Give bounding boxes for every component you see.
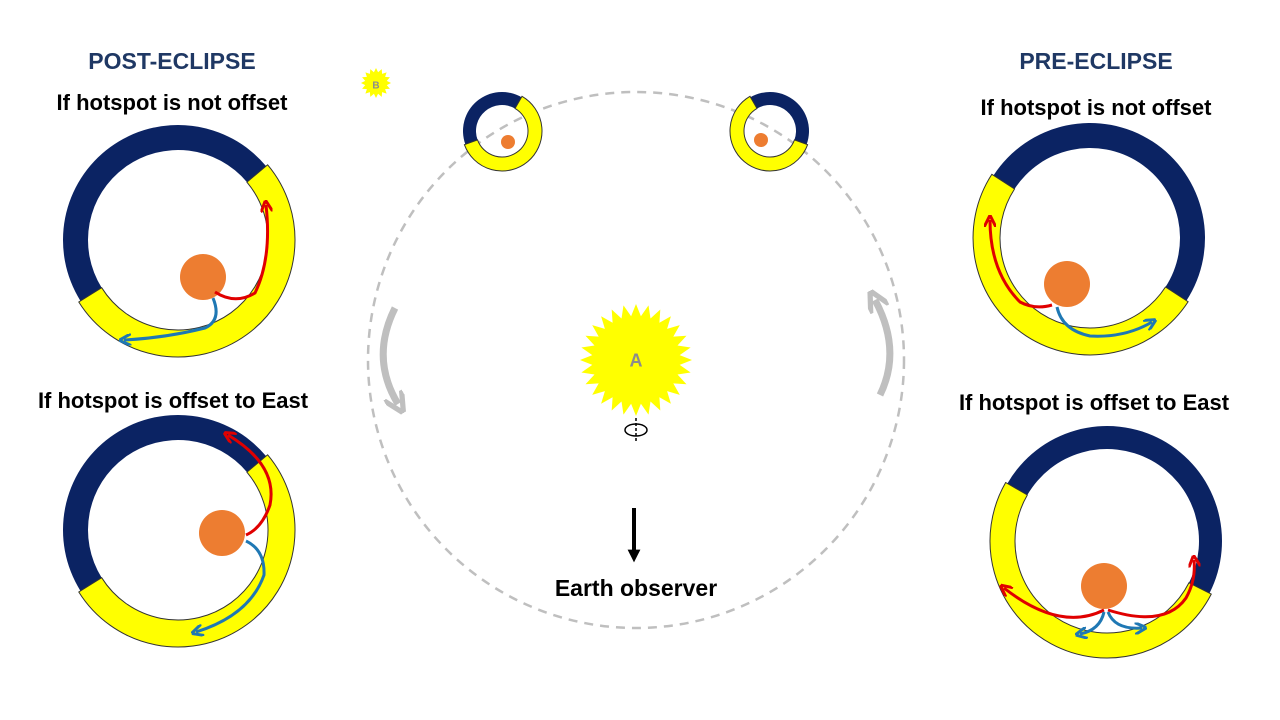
day-side-arc xyxy=(989,481,1212,659)
planet-post-not-offset xyxy=(63,125,296,358)
day-side-arc xyxy=(972,173,1189,355)
post-not-offset-label: If hotspot is not offset xyxy=(56,90,288,115)
earth-observer-label: Earth observer xyxy=(554,575,718,601)
rotation-axis-icon xyxy=(624,418,648,443)
hotspot-dot xyxy=(1044,261,1090,307)
night-side-arc xyxy=(993,122,1205,301)
planet-pre-not-offset xyxy=(972,122,1205,355)
hotspot-dot xyxy=(180,254,226,300)
flow-arrows-pre-not-offset xyxy=(990,220,1152,338)
planet-post-offset-east xyxy=(63,415,296,648)
pre-not-offset-label: If hotspot is not offset xyxy=(980,95,1212,120)
post-eclipse-heading: POST-ECLIPSE xyxy=(88,48,256,74)
flow-arrows-post-not-offset xyxy=(124,205,268,340)
day-side-arc xyxy=(729,95,809,172)
pre-eclipse-heading: PRE-ECLIPSE xyxy=(1019,48,1173,74)
hotspot-dot xyxy=(1081,563,1127,609)
orbit-path xyxy=(366,90,906,630)
orbit-direction-arrow-left xyxy=(379,306,398,404)
night-side-arc xyxy=(63,125,267,301)
planet-orbit-pre xyxy=(729,91,810,172)
hotspot-dot xyxy=(754,133,768,147)
night-side-arc xyxy=(1007,426,1222,594)
flow-arrows-pre-offset-east xyxy=(1004,560,1194,634)
post-offset-east-label: If hotspot is offset to East xyxy=(37,388,309,413)
day-side-arc xyxy=(78,454,296,648)
star-a-label: A xyxy=(629,350,643,371)
night-side-arc xyxy=(463,92,522,145)
night-side-arc xyxy=(750,91,810,145)
star-a-icon xyxy=(580,304,692,416)
star-b-label: B xyxy=(372,80,380,92)
hotspot-dot xyxy=(501,135,515,149)
hotspot-dot xyxy=(199,510,245,556)
orbit-direction-arrow-right xyxy=(875,300,894,397)
planet-orbit-post xyxy=(463,92,543,172)
night-side-arc xyxy=(63,415,267,591)
planet-pre-offset-east xyxy=(989,426,1222,659)
star-b-icon xyxy=(361,68,391,98)
day-side-arc xyxy=(463,95,543,172)
flow-arrows-post-offset-east xyxy=(196,435,273,632)
pre-offset-east-label: If hotspot is offset to East xyxy=(958,390,1230,415)
